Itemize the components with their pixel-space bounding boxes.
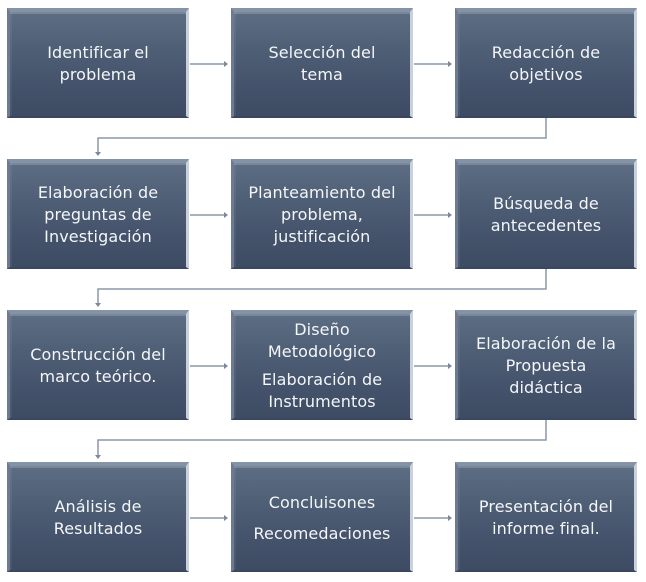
step-label-line: Elaboración de — [261, 370, 383, 389]
step-label-line: objetivos — [509, 65, 583, 84]
arrowhead-icon — [448, 363, 452, 369]
step-label-line: Concluisones — [268, 492, 376, 512]
arrowhead-icon — [95, 152, 101, 156]
step-paragraph: Redacción de objetivos — [492, 42, 600, 86]
step-busqueda-antecedentes: Búsqueda de antecedentes — [455, 159, 637, 269]
step-label-line: problema — [59, 65, 137, 84]
step-label-line: Construcción del — [30, 345, 166, 364]
step-label-line: antecedentes — [490, 216, 602, 235]
arrowhead-icon — [448, 212, 452, 218]
arrowhead-icon — [95, 455, 101, 459]
step-paragraph: Elaboración de preguntas de Investigación — [38, 182, 158, 248]
step-label-line: Redacción de — [491, 43, 601, 62]
step-label-line: Resultados — [53, 519, 143, 538]
step-label-line: Instrumentos — [268, 392, 376, 411]
step-paragraph: Identificar el problema — [47, 42, 149, 86]
step-label-line: Búsqueda de — [493, 194, 599, 213]
step-paragraph: Recomedaciones — [254, 523, 391, 545]
step-label-line: tema — [301, 65, 343, 84]
step-label-line: marco teórico. — [39, 367, 157, 386]
step-preguntas-investigacion: Elaboración de preguntas de Investigación — [7, 159, 189, 269]
step-paragraph: Elaboración de la Propuesta didáctica — [476, 333, 616, 399]
arrowhead-icon — [224, 363, 228, 369]
step-paragraph: Búsqueda de antecedentes — [491, 193, 602, 237]
step-identificar-problema: Identificar el problema — [7, 8, 189, 118]
step-label-line: preguntas de — [44, 205, 152, 224]
step-label-line: Diseño — [294, 320, 350, 339]
elbow-connector — [97, 269, 547, 304]
step-redaccion-objetivos: Redacción de objetivos — [455, 8, 637, 118]
step-paragraph: Selección del tema — [268, 42, 375, 86]
step-label-line: Análisis de — [54, 497, 142, 516]
step-label-line: Metodológico — [267, 342, 377, 361]
arrowhead-icon — [224, 61, 228, 67]
step-paragraph: Concluisones — [269, 492, 376, 514]
step-label-line: Investigación — [44, 227, 152, 246]
arrowhead-icon — [224, 515, 228, 521]
step-label-line: Identificar el — [47, 43, 149, 62]
step-label-line: problema, — [281, 205, 363, 224]
step-analisis-resultados: Análisis de Resultados — [7, 462, 189, 572]
step-propuesta-didactica: Elaboración de la Propuesta didáctica — [455, 310, 637, 420]
step-label-line: Selección del — [268, 43, 376, 62]
elbow-connector — [97, 420, 547, 456]
arrowhead-icon — [224, 212, 228, 218]
step-label-line: justificación — [273, 227, 371, 246]
arrowhead-icon — [448, 61, 452, 67]
step-label-line: didáctica — [509, 378, 583, 397]
step-paragraph: Construcción del marco teórico. — [30, 344, 166, 388]
step-label-line: Elaboración de — [37, 183, 159, 202]
step-marco-teorico: Construcción del marco teórico. — [7, 310, 189, 420]
step-paragraph: Presentación del informe final. — [479, 496, 613, 540]
elbow-connector — [97, 118, 547, 153]
step-paragraph: Análisis de Resultados — [54, 496, 143, 540]
step-label-line: Elaboración de la — [476, 334, 616, 353]
arrowhead-icon — [448, 515, 452, 521]
step-paragraph: Elaboración de Instrumentos — [262, 369, 382, 413]
step-paragraph: Planteamiento del problema, justificación — [248, 182, 395, 248]
arrowhead-icon — [95, 303, 101, 307]
step-label-line: informe final. — [492, 519, 600, 538]
step-label-line: Propuesta — [505, 356, 587, 375]
step-label-line: Recomedaciones — [253, 523, 391, 543]
step-informe-final: Presentación del informe final. — [455, 462, 637, 572]
step-label-line: Presentación del — [478, 497, 614, 516]
step-planteamiento-problema: Planteamiento del problema, justificación — [231, 159, 413, 269]
step-label-line: Planteamiento del — [248, 183, 396, 202]
step-seleccion-tema: Selección del tema — [231, 8, 413, 118]
